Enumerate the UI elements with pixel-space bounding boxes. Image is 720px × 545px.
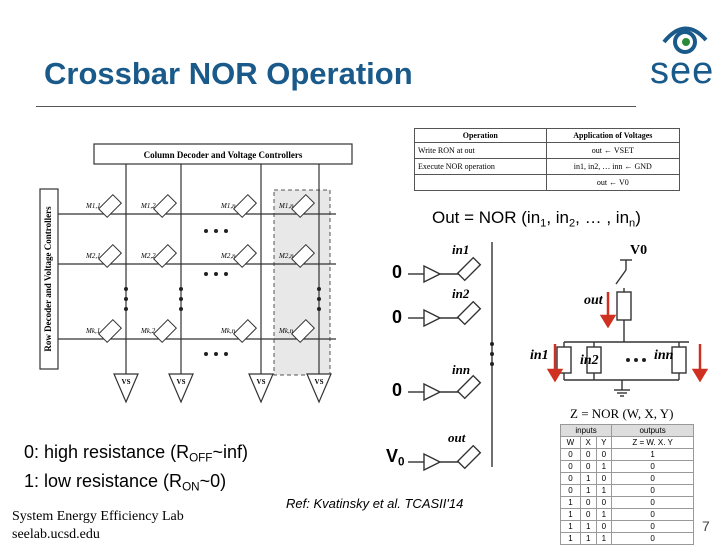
cell-label: M1,n [220, 202, 236, 210]
op-cell: out ← VSET [545, 142, 681, 159]
input-bit-1: 0 [392, 262, 403, 282]
vs-label: VS [257, 378, 266, 386]
eye-logo-icon [662, 26, 708, 54]
nor-circuit-diagram: in1 in2 inn out [408, 242, 709, 472]
cell-label: Mk,n [278, 327, 294, 335]
reference-text: Ref: Kvatinsky et al. TCASII'14 [286, 496, 464, 511]
circuit-label-inn: inn [452, 362, 470, 377]
schematic-label-inn: inn [654, 348, 674, 363]
v0-label: V0 [386, 446, 405, 469]
circuit-label-in2: in2 [452, 286, 470, 301]
cell-label: M2,n [278, 252, 294, 260]
schematic-label-in1: in1 [530, 348, 549, 363]
truth-group-outputs: outputs [611, 424, 694, 437]
column-decoder-label: Column Decoder and Voltage Controllers [144, 150, 303, 160]
truth-header: Z = W. X. Y [611, 436, 694, 449]
op-cell: in1, in2, … inn ← GND [545, 158, 681, 175]
cell-label: M1,2 [140, 202, 156, 210]
cell-label: M2,2 [140, 252, 156, 260]
page-number: 7 [702, 518, 710, 534]
legend-low: 1: low resistance (RON~0) [24, 470, 227, 494]
cell-label: Mk,1 [85, 327, 100, 335]
input-bit-n: 0 [392, 380, 403, 400]
circuit-label-in1: in1 [452, 242, 469, 257]
lab-footer: System Energy Efficiency Lab seelab.ucsd… [12, 508, 184, 544]
logo-text: see [650, 50, 715, 92]
op-cell [414, 174, 547, 191]
legend-high: 0: high resistance (ROFF~inf) [24, 442, 248, 465]
cell-label: Mk,2 [140, 327, 156, 335]
vs-label: VS [177, 378, 186, 386]
op-cell: Execute NOR operation [414, 158, 547, 175]
op-header: Operation [414, 128, 547, 143]
operation-table: Operation Application of Voltages Write … [414, 128, 681, 191]
title-divider [36, 106, 636, 107]
nor-formula: Out = NOR (in1, in2, … , inn) [432, 208, 641, 230]
resistance-legend: 0: high resistance (ROFF~inf) 1: low res… [24, 441, 248, 498]
schematic-label-v0: V0 [630, 243, 647, 258]
schematic-label-out: out [584, 293, 604, 308]
crossbar-diagram: Column Decoder and Voltage Controllers R… [39, 143, 353, 404]
cell-label: M1,1 [85, 202, 101, 210]
vs-label: VS [315, 378, 324, 386]
op-header: Application of Voltages [545, 128, 681, 143]
op-cell: Write RON at out [414, 142, 547, 159]
cell-label: M2,n [220, 252, 236, 260]
truth-header: X [579, 436, 597, 449]
schematic-label-in2: in2 [580, 353, 599, 368]
op-cell: out ← V0 [545, 174, 681, 191]
truth-table-equation: Z = NOR (W, X, Y) [570, 406, 674, 421]
truth-header: W [560, 436, 581, 449]
row-decoder-label: Row Decoder and Voltage Controllers [43, 206, 53, 352]
truth-group-inputs: inputs [559, 424, 613, 437]
cell-label: M1,n [278, 202, 294, 210]
cell-label: M2,1 [85, 252, 101, 260]
slide-title: Crossbar NOR Operation [44, 56, 413, 91]
input-bit-2: 0 [392, 307, 403, 327]
lab-url: seelab.ucsd.edu [12, 527, 100, 542]
cell-label: Mk,n [220, 327, 236, 335]
lab-name: System Energy Efficiency Lab [12, 509, 184, 524]
truth-header: Y [595, 436, 613, 449]
circuit-label-out: out [448, 430, 466, 445]
vs-label: VS [122, 378, 131, 386]
